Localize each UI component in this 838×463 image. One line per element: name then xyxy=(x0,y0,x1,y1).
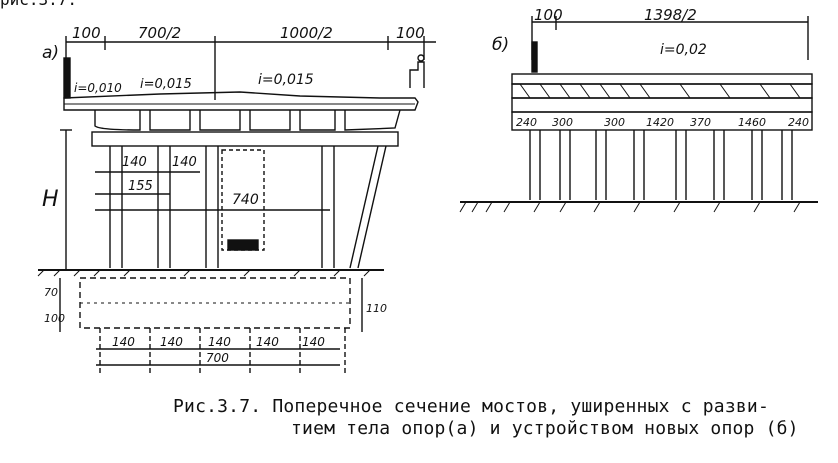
bay-dim-7: 240 xyxy=(788,116,809,129)
bay-dim-4: 1420 xyxy=(646,116,674,129)
footing-dim-3: 110 xyxy=(366,302,387,315)
panel-a-inclined-strut xyxy=(349,145,379,269)
pier-dim-1: 140 xyxy=(122,155,147,170)
caption-line-1: Рис.3.7. Поперечное сечение мостов, ушир… xyxy=(173,396,769,417)
pile-total: 700 xyxy=(206,351,229,365)
pier-dim-3: 155 xyxy=(128,179,153,194)
slope-label-2: i=0,015 xyxy=(140,77,192,92)
figure-caption: Рис.3.7. Поперечное сечение мостов, ушир… xyxy=(173,396,823,440)
pier-dim-2: 140 xyxy=(172,155,197,170)
railing-post-left xyxy=(63,57,71,99)
panel-b-pier-cap xyxy=(511,111,813,131)
railing-right xyxy=(409,61,425,88)
pile-spacing-4: 140 xyxy=(256,335,279,349)
panel-b-beams xyxy=(511,97,813,113)
panel-b-railing xyxy=(531,41,538,73)
caption-line-2: тием тела опор(а) и устройством новых оп… xyxy=(291,418,799,439)
bay-dim-5: 370 xyxy=(690,116,711,129)
pile-spacing-5: 140 xyxy=(302,335,325,349)
footing-dim-1: 70 xyxy=(44,286,58,299)
pile-spacing-3: 140 xyxy=(208,335,231,349)
panel-b-label: б) xyxy=(492,35,509,55)
bay-dim-2: 300 xyxy=(552,116,573,129)
panel-a-label: а) xyxy=(42,43,59,63)
panel-b-slope: i=0,02 xyxy=(660,42,707,58)
panel-a-pier-cap xyxy=(91,131,399,147)
panel-a-beams xyxy=(94,109,401,131)
panel-a-drawing xyxy=(37,36,436,374)
pile-spacing-1: 140 xyxy=(112,335,135,349)
bay-dim-3: 300 xyxy=(604,116,625,129)
panel-a-dim-2: 700/2 xyxy=(138,24,181,42)
footing-dim-2: 100 xyxy=(44,312,65,325)
panel-b-dim-1: 100 xyxy=(534,6,563,24)
panel-a-dim-1: 100 xyxy=(72,24,101,42)
bay-dim-6: 1460 xyxy=(738,116,766,129)
panel-b-dim-2: 1398/2 xyxy=(644,6,697,24)
bay-dim-1: 240 xyxy=(516,116,537,129)
slope-label-1: i=0,010 xyxy=(74,81,122,95)
pile-spacing-2: 140 xyxy=(160,335,183,349)
panel-a-dim-3: 1000/2 xyxy=(280,24,333,42)
panel-b-drawing xyxy=(459,16,818,213)
panel-a-dim-4: 100 xyxy=(396,24,425,42)
top-stub-text: рис.3.7: xyxy=(0,0,77,9)
panel-b-deck xyxy=(511,73,813,85)
height-label: H xyxy=(42,187,59,212)
pier-dim-4: 740 xyxy=(232,192,259,208)
slope-label-3: i=0,015 xyxy=(258,72,314,88)
